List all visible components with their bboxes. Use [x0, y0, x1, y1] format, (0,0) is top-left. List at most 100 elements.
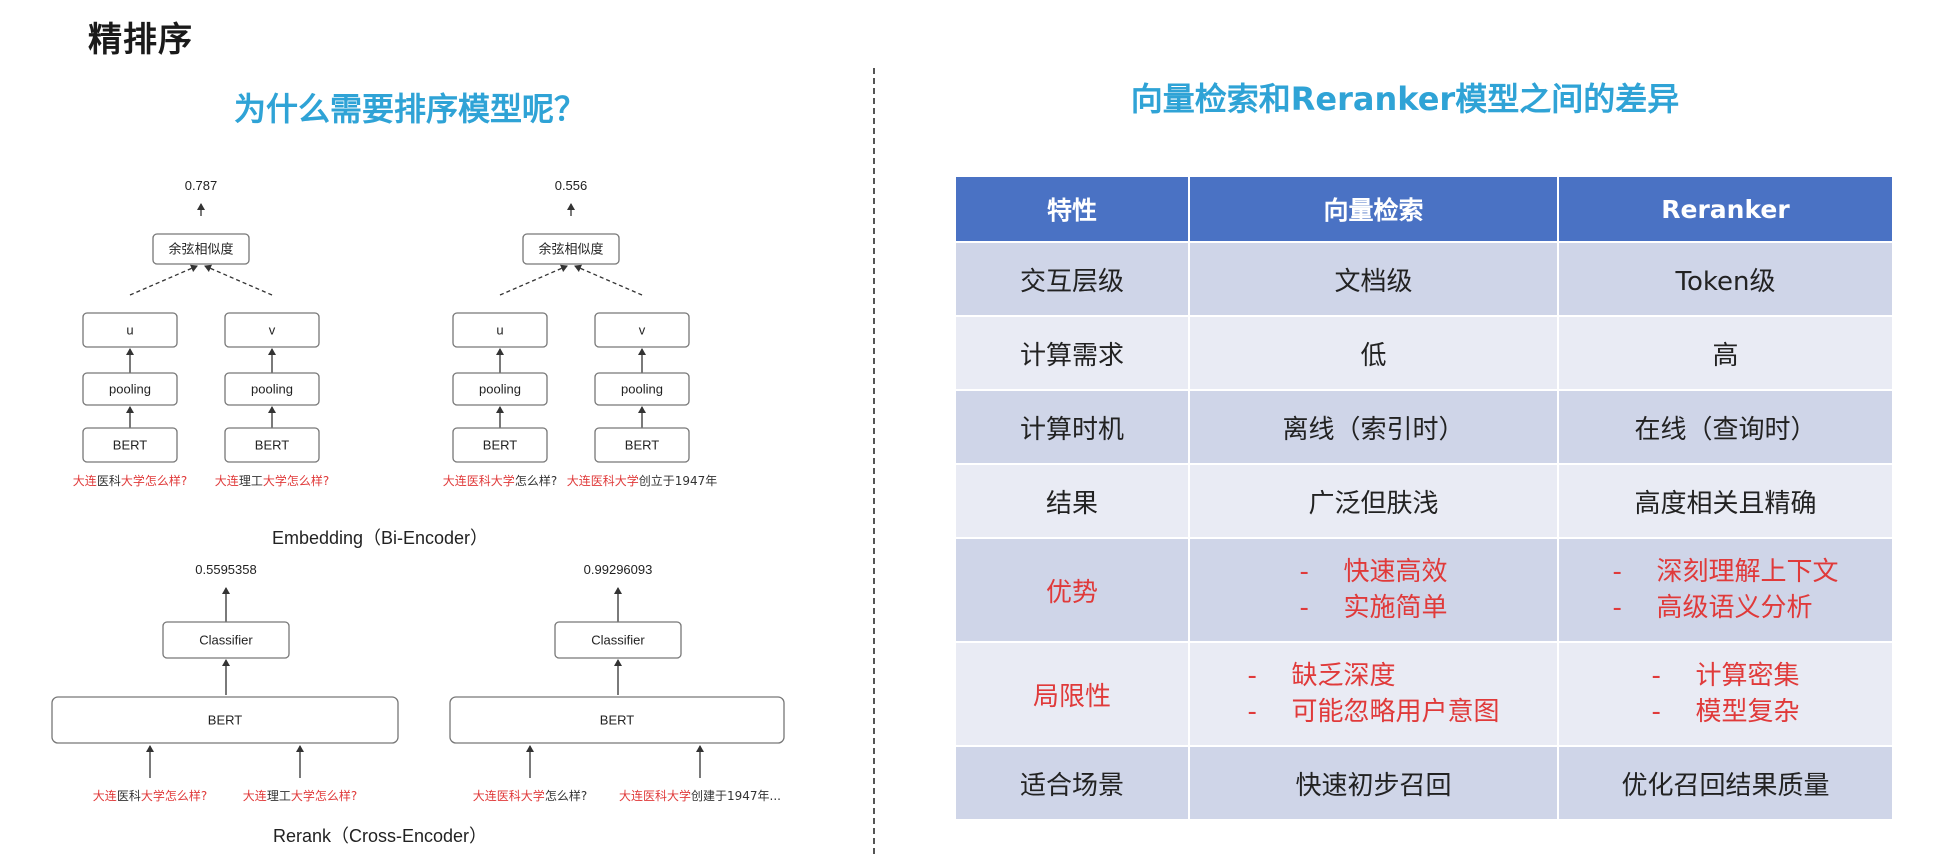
bullet-dash: - — [1299, 593, 1309, 623]
cross-bert-box — [449, 696, 785, 744]
bullet-dash: - — [1651, 661, 1661, 691]
vector-to-similarity-arrow — [129, 264, 198, 296]
reranker-cell: 高度相关且精确 — [1557, 463, 1894, 539]
vector-search-cell: 离线（索引时） — [1188, 389, 1559, 465]
bi-encoder-example-1: 0.787余弦相似度upoolingBERT大连医科大学怎么样?vpooling… — [73, 178, 329, 488]
query-text-left-part: 大学怎么样? — [121, 473, 187, 488]
pooling-box-left-label: pooling — [109, 381, 151, 396]
bullet-text: 模型复杂 — [1695, 697, 1800, 727]
pooling-box-left — [82, 372, 178, 406]
bullet-item: -快速高效 — [1299, 554, 1447, 590]
classifier-box-label: Classifier — [591, 632, 645, 647]
classifier-box-label: Classifier — [199, 632, 253, 647]
vector-box-left — [82, 312, 178, 348]
query-text-1: 大连医科大学怎么样? — [473, 788, 587, 803]
query-text-1-part: 大连医科大学 — [473, 788, 545, 803]
reranker-cell: 在线（查询时） — [1557, 389, 1894, 465]
feature-cell: 计算需求 — [954, 315, 1190, 391]
query-text-right: 大连医科大学创立于1947年 — [567, 473, 718, 488]
bullet-item: - 缺乏深度 — [1247, 658, 1499, 694]
bullet-text: 快速高效 — [1343, 557, 1448, 587]
cosine-similarity-box — [522, 233, 620, 265]
vector-box-right-label: v — [639, 322, 646, 337]
bert-box-left-label: BERT — [483, 437, 517, 452]
encoder-diagram: 0.787余弦相似度upoolingBERT大连医科大学怎么样?vpooling… — [51, 178, 785, 846]
bullet-text: 高级语义分析 — [1656, 593, 1813, 623]
vector-box-left — [452, 312, 548, 348]
table-row: 适合场景快速初步召回优化召回结果质量 — [954, 745, 1894, 821]
query-text-left: 大连医科大学怎么样? — [73, 473, 187, 488]
table-row: 计算时机离线（索引时）在线（查询时） — [954, 389, 1894, 465]
vector-search-cell: 快速初步召回 — [1188, 745, 1559, 821]
feature-cell: 局限性 — [954, 641, 1190, 747]
pooling-box-right-label: pooling — [251, 381, 293, 396]
bullet-text: 计算密集 — [1695, 661, 1800, 691]
query-text-2: 大连医科大学创建于1947年... — [619, 788, 781, 803]
bullet-dash: - — [1247, 697, 1257, 727]
bullet-text: 深刻理解上下文 — [1656, 557, 1839, 587]
bert-box-left-label: BERT — [113, 437, 147, 452]
bullet-item: - 实施简单 — [1299, 590, 1447, 626]
query-text-right-part: 理工 — [239, 474, 263, 488]
query-text-right: 大连理工大学怎么样? — [215, 473, 329, 488]
query-text-2-part: 创建于1947年... — [691, 789, 781, 803]
bullet-item: - 深刻理解上下文 — [1612, 554, 1838, 590]
similarity-score: 0.556 — [555, 178, 588, 193]
classifier-box — [554, 621, 682, 659]
right-section-title: 向量检索和Reranker模型之间的差异 — [1130, 80, 1680, 118]
header-vector-search: 向量检索 — [1188, 175, 1559, 243]
dashed-divider — [873, 68, 875, 854]
bullet-item: - 计算密集 — [1651, 658, 1799, 694]
query-text-2: 大连理工大学怎么样? — [243, 788, 357, 803]
cross-bert-label: BERT — [600, 712, 634, 727]
query-text-1-part: 大连 — [93, 788, 117, 803]
vector-search-cell: 广泛但肤浅 — [1188, 463, 1559, 539]
bullet-dash: - — [1612, 557, 1622, 587]
vector-box-right — [224, 312, 320, 348]
query-text-right-part: 大连 — [215, 473, 239, 488]
reranker-cell: 高 — [1557, 315, 1894, 391]
bullet-item: -可能忽略用户意图 — [1247, 694, 1499, 730]
vector-to-similarity-arrow — [204, 264, 273, 296]
query-text-right-part: 大学怎么样? — [263, 473, 329, 488]
query-text-2-part: 大连 — [243, 788, 267, 803]
left-section-title: 为什么需要排序模型呢？ — [233, 90, 586, 128]
bullet-dash: - — [1247, 661, 1257, 691]
pooling-box-left-label: pooling — [479, 381, 521, 396]
query-text-left-part: 大连 — [73, 473, 97, 488]
feature-cell: 适合场景 — [954, 745, 1190, 821]
vector-search-cell: -快速高效- 实施简单 — [1188, 537, 1559, 643]
bullet-dash: - — [1651, 697, 1661, 727]
header-reranker: Reranker — [1557, 175, 1894, 243]
bullet-list: - 计算密集 - 模型复杂 — [1651, 658, 1799, 730]
cross-encoder-caption: Rerank（Cross-Encoder） — [273, 826, 487, 846]
vector-to-similarity-arrow — [499, 264, 568, 296]
cross-encoder-example-2: 0.99296093ClassifierBERT大连医科大学怎么样?大连医科大学… — [449, 562, 785, 803]
bullet-text: 缺乏深度 — [1291, 661, 1396, 691]
feature-cell: 计算时机 — [954, 389, 1190, 465]
bullet-list: -快速高效- 实施简单 — [1299, 554, 1447, 626]
vector-to-similarity-arrow — [574, 264, 643, 296]
header-feature: 特性 — [954, 175, 1190, 243]
table-row: 局限性-缺乏深度-可能忽略用户意图-计算密集-模型复杂 — [954, 641, 1894, 747]
bert-box-right-label: BERT — [255, 437, 289, 452]
vector-search-cell: 文档级 — [1188, 241, 1559, 317]
query-text-1: 大连医科大学怎么样? — [93, 788, 207, 803]
bi-encoder-diagram: 0.787余弦相似度upoolingBERT大连医科大学怎么样?vpooling… — [73, 178, 717, 548]
pooling-box-left — [452, 372, 548, 406]
cross-bert-label: BERT — [208, 712, 242, 727]
cosine-similarity-box-label: 余弦相似度 — [538, 241, 603, 256]
table-row: 优势-快速高效-实施简单-深刻理解上下文-高级语义分析 — [954, 537, 1894, 643]
table-row: 结果广泛但肤浅高度相关且精确 — [954, 463, 1894, 539]
feature-cell: 优势 — [954, 537, 1190, 643]
feature-cell: 结果 — [954, 463, 1190, 539]
bullet-text: 实施简单 — [1343, 593, 1448, 623]
classifier-score: 0.5595358 — [195, 562, 256, 577]
bert-box-left — [452, 427, 548, 463]
cosine-similarity-box — [152, 233, 250, 265]
query-text-2-part: 大连医科大学 — [619, 788, 691, 803]
vector-search-cell: 低 — [1188, 315, 1559, 391]
bullet-list: - 深刻理解上下文- 高级语义分析 — [1612, 554, 1838, 626]
